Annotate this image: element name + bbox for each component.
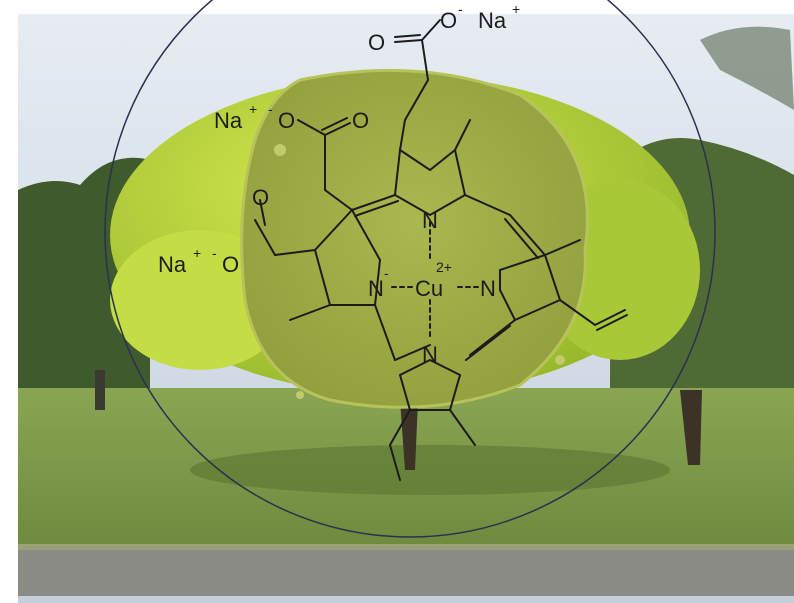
- bond-right-vinyl: [559, 299, 626, 327]
- ring-left: [313, 208, 382, 306]
- branch-top-right: [700, 26, 794, 111]
- charge-na-low: +: [193, 245, 201, 261]
- road-edge: [18, 544, 794, 550]
- bond-top-co-minus: [421, 19, 441, 41]
- atom-o-top-carbonyl: O: [368, 30, 385, 55]
- bond-bottom-methyl: [449, 409, 476, 446]
- bond-left-co-double: [259, 199, 266, 226]
- powder-speck: [274, 144, 286, 156]
- bond-macro-2-double: [504, 218, 539, 259]
- trunk-center: [400, 400, 418, 470]
- atom-o-top-minus: O: [440, 8, 457, 33]
- atom-na-mid: Na: [214, 108, 243, 133]
- charge-na-top: +: [512, 1, 520, 17]
- atom-cu: Cu: [415, 276, 443, 301]
- bond-mid-co-double: [321, 117, 348, 131]
- powder-speck: [555, 355, 565, 365]
- tree-shadow: [190, 445, 670, 495]
- ring-right: [499, 253, 562, 322]
- charge-n-left: -: [384, 265, 389, 281]
- bond-bottom-ethyl: [388, 409, 411, 481]
- atom-n-bottom: N: [422, 342, 438, 367]
- chlorophyllin-powder: [240, 68, 589, 409]
- bond-top-co: [394, 39, 423, 43]
- charge-top-minus: -: [458, 1, 463, 17]
- charge-low-minus: -: [212, 245, 217, 261]
- charge-cu: 2+: [436, 259, 452, 275]
- bond-top-chain: [399, 39, 430, 151]
- atom-na-low: Na: [158, 252, 187, 277]
- road: [18, 548, 794, 596]
- magnifier-circle: [104, 0, 716, 538]
- bond-left-methyl: [289, 304, 331, 321]
- atom-n-right: N: [480, 276, 496, 301]
- bond-mid-chain: [297, 119, 353, 211]
- atom-o-mid-minus: O: [278, 108, 295, 133]
- ring-bottom: [398, 358, 462, 411]
- charge-na-mid: +: [249, 101, 257, 117]
- bond-macro-1-double: [354, 200, 399, 217]
- bond-top-methyl: [454, 119, 471, 151]
- bond-left-carboxyl: [254, 219, 316, 257]
- atom-o-low-carbonyl: O: [252, 185, 269, 210]
- atom-na-top: Na: [478, 8, 507, 33]
- powder-disc: [240, 68, 589, 409]
- atom-o-low-minus: O: [222, 252, 239, 277]
- atom-o-mid-carbonyl: O: [352, 108, 369, 133]
- charge-mid-minus: -: [268, 101, 273, 117]
- powder-speck: [296, 391, 304, 399]
- bond-mid-co: [324, 122, 351, 136]
- structure-labels: O O - Na + Na + - O O Na + - O O N N - C…: [158, 1, 520, 367]
- trunk-right: [680, 390, 702, 465]
- atom-n-left: N: [368, 276, 384, 301]
- bond-right-vinyl-double: [596, 314, 628, 331]
- bond-macro-1: [351, 194, 396, 211]
- bond-macro-3: [374, 304, 431, 362]
- atom-n-top: N: [422, 208, 438, 233]
- bond-macro-2: [464, 194, 546, 256]
- bond-top-co-double: [394, 34, 421, 38]
- bond-macro-4: [469, 319, 516, 356]
- structure-bonds: [254, 19, 628, 481]
- bond-macro-4-double: [465, 325, 511, 361]
- bond-right-methyl: [544, 239, 581, 256]
- trunk-left: [95, 370, 105, 410]
